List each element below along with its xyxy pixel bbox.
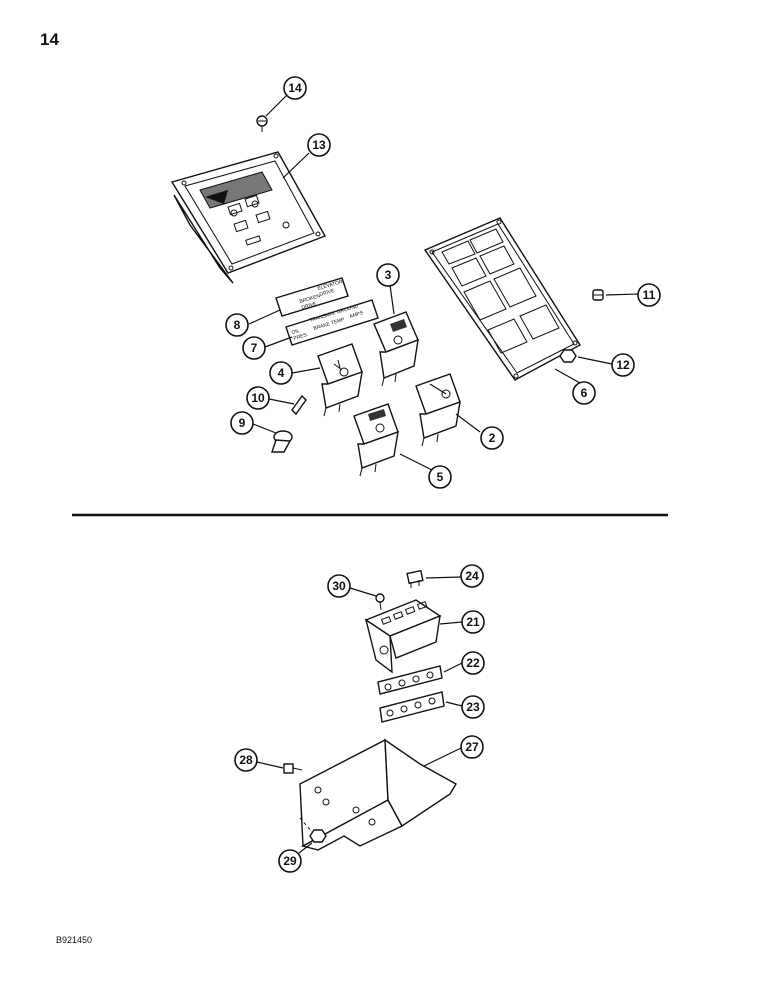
decal-8-text-1: BROKEN: [299, 293, 321, 305]
callout-21: 21: [461, 610, 485, 634]
callout-23: 23: [461, 695, 485, 719]
callout-5: 5: [428, 465, 452, 489]
leader-lines-lower: [256, 576, 463, 854]
callout-14: 14: [283, 76, 307, 100]
part-5-gauge: [353, 403, 399, 477]
svg-text:13: 13: [312, 138, 326, 152]
part-12-nut: [559, 349, 577, 363]
part-27-mounting-bracket: [299, 738, 457, 851]
callout-12: 12: [611, 353, 635, 377]
part-30-screw: [375, 593, 385, 611]
part-23-bus-bar: [379, 691, 445, 723]
decal-7-text-2: PRES.: [293, 332, 309, 342]
decal-8-text-2: DRIVE: [301, 301, 318, 311]
svg-text:30: 30: [332, 579, 346, 593]
svg-text:29: 29: [283, 854, 297, 868]
callout-29: 29: [278, 849, 302, 873]
part-13-monitor-housing: [170, 151, 327, 284]
callout-6: 6: [572, 381, 596, 405]
callout-28: 28: [234, 748, 258, 772]
svg-text:2: 2: [489, 431, 496, 445]
callout-13: 13: [307, 133, 331, 157]
part-6-cover-panel: [423, 217, 581, 381]
leader-lines-upper: [248, 94, 639, 471]
decal-7-text-1: OIL: [291, 328, 301, 336]
callout-10: 10: [246, 386, 270, 410]
svg-text:6: 6: [581, 386, 588, 400]
callout-4: 4: [269, 361, 293, 385]
svg-text:4: 4: [278, 366, 285, 380]
part-28-bolt: [283, 763, 303, 774]
svg-text:10: 10: [251, 391, 265, 405]
svg-text:12: 12: [616, 358, 630, 372]
svg-text:11: 11: [643, 288, 656, 302]
part-21-fuse-block: [364, 599, 442, 674]
page-number: 14: [40, 30, 59, 49]
svg-text:21: 21: [466, 615, 480, 629]
svg-text:3: 3: [385, 268, 392, 282]
part-24-fuse: [406, 569, 424, 588]
callout-22: 22: [461, 651, 485, 675]
callout-9: 9: [230, 411, 254, 435]
svg-text:14: 14: [288, 81, 302, 95]
part-22-bus-bar: [377, 665, 443, 695]
callout-8: 8: [225, 313, 249, 337]
part-3-gauge: [373, 311, 419, 387]
svg-text:28: 28: [239, 753, 253, 767]
part-9-switch: [271, 430, 293, 453]
svg-text:8: 8: [234, 318, 241, 332]
svg-text:5: 5: [437, 470, 444, 484]
svg-text:22: 22: [466, 656, 480, 670]
callout-27: 27: [460, 735, 484, 759]
svg-text:24: 24: [465, 569, 479, 583]
callout-30: 30: [327, 574, 351, 598]
part-2-gauge: [415, 373, 461, 447]
part-11-screw: [592, 289, 604, 301]
part-29-nut: [299, 817, 327, 843]
svg-text:23: 23: [466, 700, 480, 714]
decal-7-text-5: AMPS: [349, 310, 365, 320]
part-4-gauge: [317, 343, 363, 417]
svg-text:27: 27: [465, 740, 479, 754]
figure-code: B921450: [56, 935, 93, 945]
callout-2: 2: [480, 426, 504, 450]
callout-7: 7: [242, 336, 266, 360]
part-14-screw: [256, 115, 268, 132]
part-10-clip: [291, 394, 307, 416]
callout-11: 11: [637, 283, 661, 307]
svg-text:7: 7: [251, 341, 258, 355]
callout-24: 24: [460, 564, 484, 588]
callout-3: 3: [376, 263, 400, 287]
decal-8-text-4: DRIVE: [319, 288, 336, 298]
svg-text:9: 9: [239, 416, 246, 430]
